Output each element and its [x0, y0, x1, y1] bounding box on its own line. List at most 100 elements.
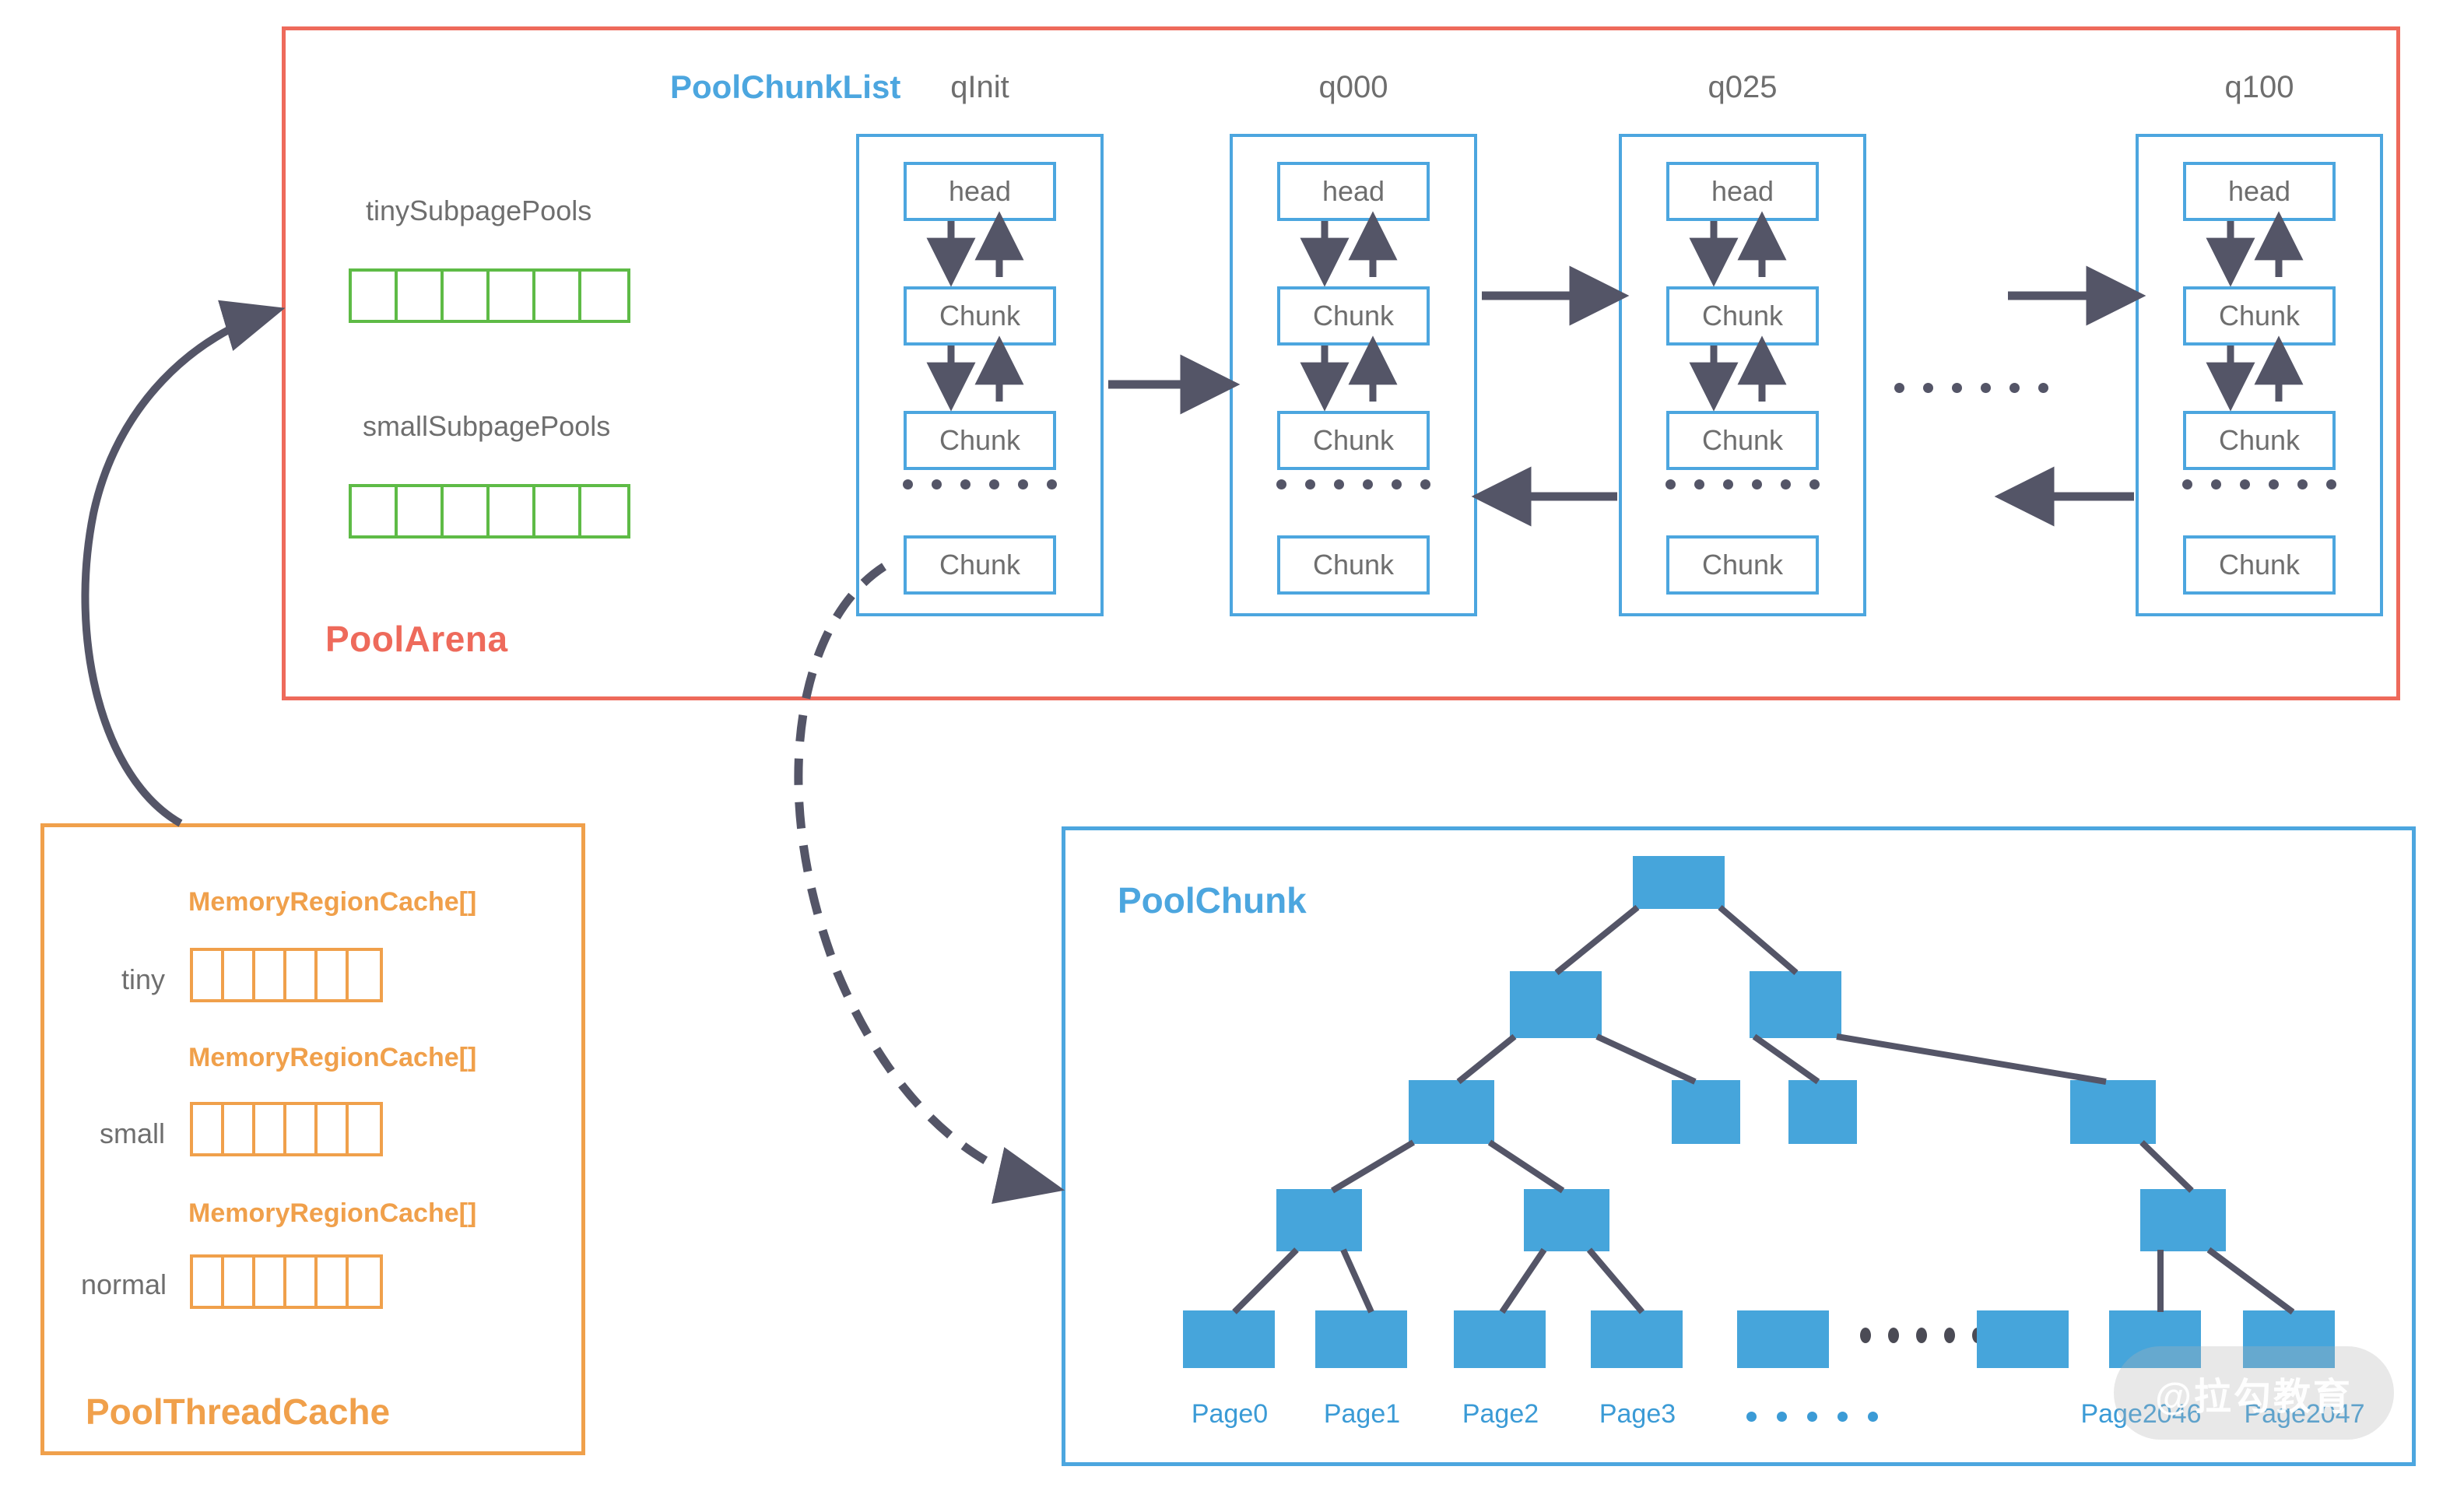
page-label-2: Page2 [1462, 1399, 1539, 1429]
page-label-0: Page0 [1191, 1399, 1269, 1429]
chunk-node: Chunk [1277, 411, 1430, 470]
memory-region-cache-title-normal: MemoryRegionCache[] [188, 1198, 477, 1228]
array-cell [398, 487, 444, 535]
chunk-tree-node [1750, 971, 1841, 1038]
memory-region-cache-array-normal [190, 1254, 383, 1309]
poolchunklist-title: PoolChunkList [670, 68, 901, 105]
array-cell [255, 1258, 286, 1306]
chunk-tree-leaf-page2046 [2109, 1310, 2201, 1368]
memory-region-cache-title-small: MemoryRegionCache[] [188, 1043, 477, 1072]
pool-chunk-label: PoolChunk [1118, 880, 1307, 921]
page-label-1: Page1 [1323, 1399, 1401, 1429]
chunk-tree-node [1510, 971, 1602, 1038]
chunk-node-head: head [2183, 162, 2336, 221]
chunk-node-head: head [1666, 162, 1819, 221]
chunk-tree-node [1788, 1080, 1857, 1144]
array-cell [224, 1258, 255, 1306]
chunk-node: Chunk [2183, 411, 2336, 470]
chunklist-title-q000: q000 [1318, 70, 1388, 104]
chunk-node: Chunk [1277, 535, 1430, 595]
page-label-2047: Page2047 [2244, 1399, 2365, 1429]
array-cell [286, 1105, 318, 1153]
chunk-list-ellipsis [2182, 479, 2336, 489]
chunk-node: Chunk [1666, 411, 1819, 470]
chunk-list-ellipsis [1276, 479, 1430, 489]
chunk-list-ellipsis [1665, 479, 1820, 489]
array-cell [535, 487, 581, 535]
array-cell [352, 272, 398, 320]
chunk-node: Chunk [2183, 535, 2336, 595]
small-subpage-pools-label: smallSubpagePools [363, 410, 611, 442]
chunk-node: Chunk [1666, 286, 1819, 346]
chunk-tree-leaf-page0 [1183, 1310, 1275, 1368]
chunklist-title-q100: q100 [2224, 70, 2294, 104]
cache-row-label-normal: normal [80, 1268, 167, 1300]
chunk-tree-leaf-page2 [1454, 1310, 1546, 1368]
watermark: @拉勾教育 [2114, 1346, 2394, 1440]
cache-row-label-small: small [99, 1117, 165, 1149]
array-cell [193, 951, 224, 999]
chunklist-title-q025: q025 [1708, 70, 1778, 104]
array-cell [255, 1105, 286, 1153]
chunk-tree-node [1276, 1189, 1362, 1251]
array-cell [352, 487, 398, 535]
page-label-3: Page3 [1599, 1399, 1676, 1429]
chunk-tree-leaf-page1 [1315, 1310, 1407, 1368]
memory-region-cache-title-tiny: MemoryRegionCache[] [188, 887, 477, 917]
chunk-tree-node-root [1633, 856, 1725, 909]
array-cell [444, 272, 490, 320]
chunk-list-ellipsis [903, 479, 1057, 489]
pool-thread-cache-label: PoolThreadCache [86, 1391, 391, 1432]
memory-region-cache-array-tiny [190, 948, 383, 1002]
array-cell [444, 487, 490, 535]
chunk-tree-node [1409, 1080, 1494, 1144]
array-cell [318, 1258, 349, 1306]
chunk-tree-leaf-page3 [1591, 1310, 1683, 1368]
chunk-node-head: head [1277, 162, 1430, 221]
pool-arena-label: PoolArena [325, 619, 508, 659]
array-cell [286, 951, 318, 999]
tiny-subpage-pools-label: tinySubpagePools [366, 195, 592, 226]
chunk-tree-leaf-page2047 [2243, 1310, 2335, 1368]
array-cell [318, 951, 349, 999]
array-cell [349, 951, 380, 999]
array-cell [398, 272, 444, 320]
page-label-ellipsis [1746, 1412, 1878, 1422]
array-cell [349, 1105, 380, 1153]
array-cell [490, 272, 535, 320]
chunk-tree-leaf [1737, 1310, 1829, 1368]
chunk-tree-node [1672, 1080, 1740, 1144]
array-cell [318, 1105, 349, 1153]
chunk-tree-node [1524, 1189, 1609, 1251]
chunklist-column-q100: head Chunk Chunk Chunk [2136, 134, 2383, 616]
chunk-node-head: head [904, 162, 1056, 221]
chunklist-column-q000: head Chunk Chunk Chunk [1230, 134, 1477, 616]
chunk-tree-node [2070, 1080, 2156, 1144]
chunklist-column-qinit: head Chunk Chunk Chunk [856, 134, 1104, 616]
chunk-node: Chunk [904, 411, 1056, 470]
chunk-node: Chunk [1666, 535, 1819, 595]
chunklist-title-qinit: qInit [950, 70, 1009, 104]
chunk-tree-leaf-ellipsis [1860, 1328, 1983, 1343]
array-cell [581, 487, 627, 535]
array-cell [349, 1258, 380, 1306]
chunk-node: Chunk [904, 286, 1056, 346]
chunk-node: Chunk [2183, 286, 2336, 346]
chunklist-gap-ellipsis [1894, 383, 2048, 393]
array-cell [193, 1258, 224, 1306]
cache-row-label-tiny: tiny [121, 963, 165, 995]
array-cell [224, 951, 255, 999]
array-cell [490, 487, 535, 535]
array-cell [581, 272, 627, 320]
chunklist-column-q025: head Chunk Chunk Chunk [1619, 134, 1866, 616]
arrow-threadcache-to-arena [81, 300, 286, 827]
array-cell [193, 1105, 224, 1153]
array-cell [535, 272, 581, 320]
chunk-node: Chunk [1277, 286, 1430, 346]
tiny-subpage-pools-array [349, 268, 630, 323]
array-cell [224, 1105, 255, 1153]
chunk-tree-leaf [1977, 1310, 2069, 1368]
array-cell [286, 1258, 318, 1306]
chunk-node: Chunk [904, 535, 1056, 595]
small-subpage-pools-array [349, 484, 630, 539]
